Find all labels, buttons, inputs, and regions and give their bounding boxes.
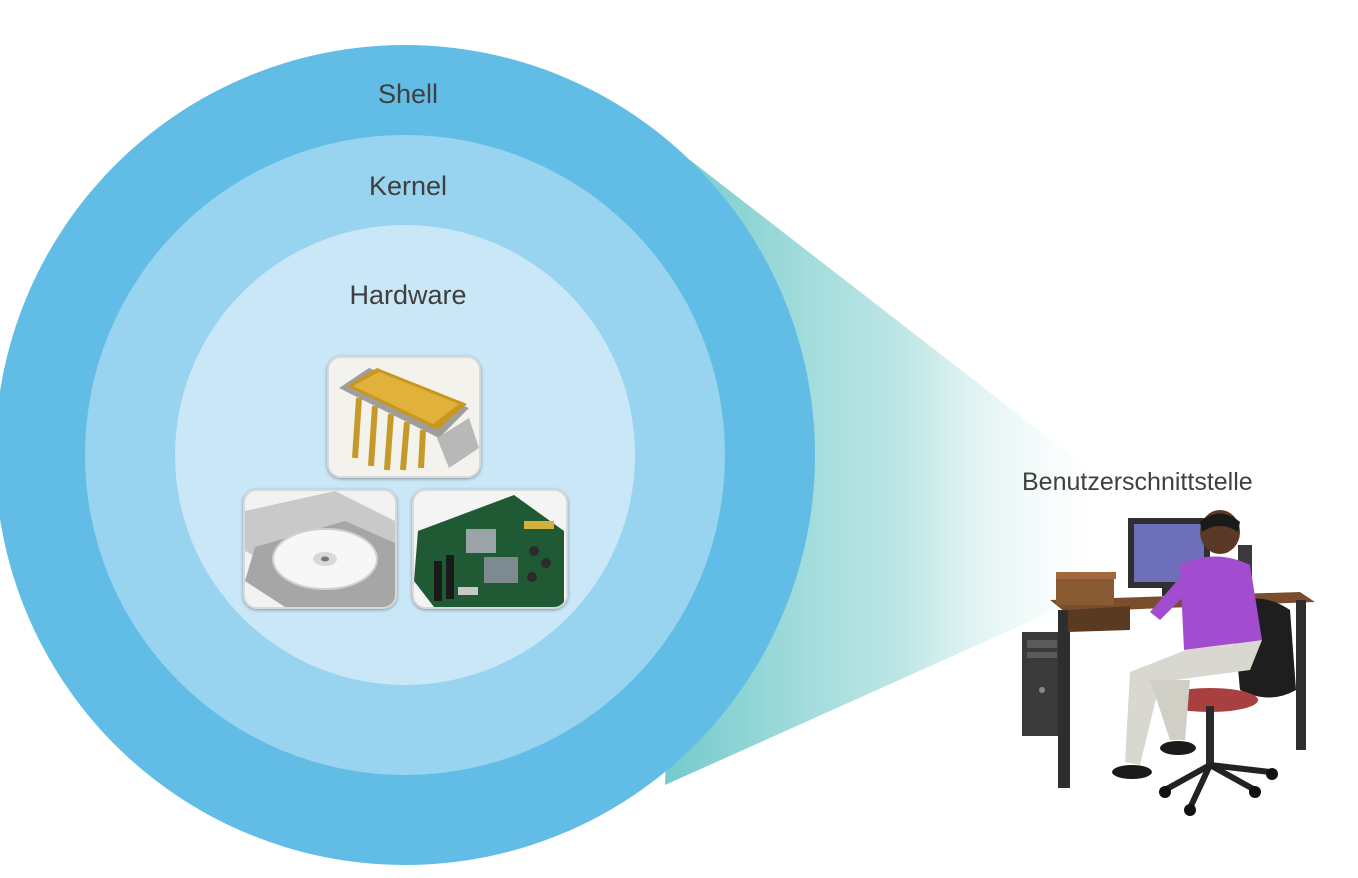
motherboard-icon [414,491,566,607]
motherboard-image [412,489,568,609]
user-interface-label: Benutzerschnittstelle [1022,468,1253,496]
kernel-label: Kernel [368,171,448,201]
hardware-label: Hardware [349,280,467,310]
chip-icon [329,358,479,476]
chip-image [327,356,481,478]
user-at-computer-icon [1022,510,1315,816]
shell-label: Shell [377,79,439,109]
cd-drive-icon [245,491,395,607]
cd-drive-image [243,489,397,609]
